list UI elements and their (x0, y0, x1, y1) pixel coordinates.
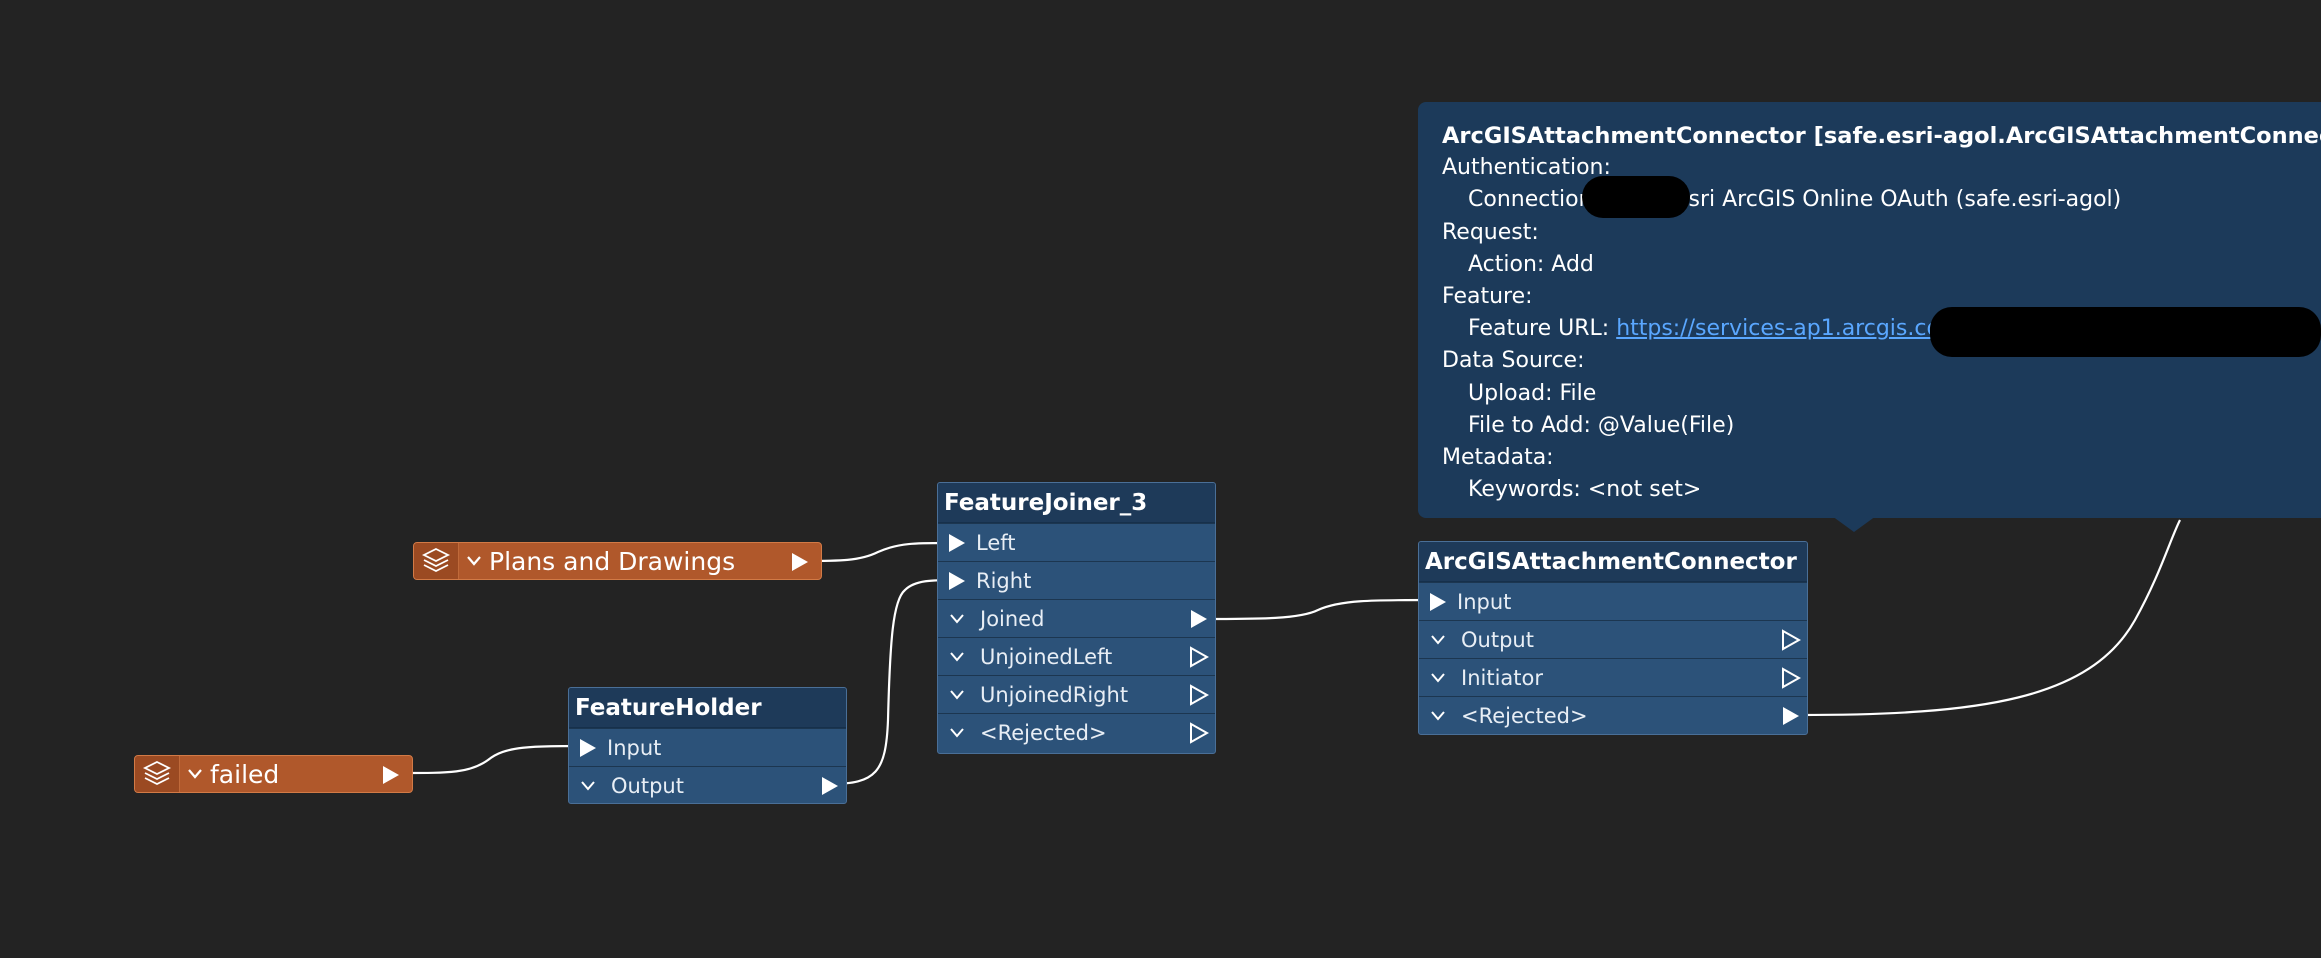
input-port-icon[interactable] (948, 533, 966, 553)
input-port-icon[interactable] (579, 738, 597, 758)
output-port-rejected[interactable]: <Rejected> (938, 713, 1215, 751)
port-label: <Rejected> (1461, 703, 1588, 728)
chevron-down-icon[interactable] (1429, 669, 1447, 687)
tooltip-keywords: Keywords: <not set> (1468, 477, 1702, 503)
tooltip-connection: Connection sri ArcGIS Online OAuth (safe.… (1442, 184, 2321, 216)
port-label: UnjoinedLeft (980, 644, 1113, 669)
output-port-icon[interactable] (1189, 608, 1209, 630)
chevron-down-icon[interactable] (1429, 707, 1447, 725)
transformer-title: FeatureJoiner_3 (938, 483, 1215, 523)
output-port-unjoinedleft[interactable]: UnjoinedLeft (938, 637, 1215, 675)
chevron-down-icon[interactable] (948, 724, 966, 742)
transformer-featureholder[interactable]: FeatureHolder Input Output (568, 687, 847, 804)
wire-failed-to-holder-input[interactable] (401, 744, 591, 775)
redaction-mark (1582, 176, 1690, 218)
tooltip-pointer (1832, 516, 1876, 532)
chevron-down-icon[interactable] (1429, 631, 1447, 649)
tooltip-title: ArcGISAttachmentConnector [safe.esri-ago… (1442, 123, 2321, 149)
tooltip-feature-heading: Feature: (1442, 284, 1533, 310)
port-label: Initiator (1461, 665, 1543, 690)
chevron-down-icon[interactable] (948, 648, 966, 666)
port-label: Input (1457, 589, 1512, 614)
reader-label: Plans and Drawings (489, 546, 736, 576)
port-label: Joined (980, 606, 1045, 631)
chevron-down-icon[interactable] (948, 610, 966, 628)
chevron-down-icon[interactable] (948, 686, 966, 704)
output-port-icon[interactable] (1189, 646, 1209, 668)
port-label: <Rejected> (980, 720, 1107, 745)
redaction-mark (1930, 307, 2321, 357)
chevron-down-icon[interactable] (579, 777, 597, 795)
transformer-featurejoiner[interactable]: FeatureJoiner_3 Left Right Joined Unjoin… (937, 482, 1216, 754)
output-port-output[interactable]: Output (1419, 620, 1807, 658)
layers-icon (135, 756, 180, 792)
tooltip-upload: Upload: File (1468, 380, 1597, 406)
input-port-input[interactable]: Input (569, 728, 846, 766)
output-port-icon[interactable] (1781, 629, 1801, 651)
input-port-icon[interactable] (948, 571, 966, 591)
output-port-icon[interactable] (1189, 722, 1209, 744)
feature-url-label: Feature URL: (1468, 316, 1617, 342)
output-port-joined[interactable]: Joined (938, 599, 1215, 637)
chevron-down-icon[interactable] (459, 543, 489, 579)
port-label: Output (611, 773, 684, 798)
output-port-unjoinedright[interactable]: UnjoinedRight (938, 675, 1215, 713)
feature-url-link[interactable]: https://services-ap1.arcgis.com (1616, 316, 1962, 342)
reader-label: failed (210, 759, 280, 789)
output-port-icon[interactable] (1189, 684, 1209, 706)
transformer-tooltip: ArcGISAttachmentConnector [safe.esri-ago… (1418, 102, 2321, 518)
wire-joined-to-connector-input[interactable] (1204, 598, 1438, 621)
tooltip-metadata-heading: Metadata: (1442, 445, 1554, 471)
output-port-output[interactable]: Output (569, 766, 846, 803)
tooltip-feature-url: Feature URL: https://services-ap1.arcgis… (1442, 313, 2321, 345)
port-label: Right (976, 568, 1032, 593)
tooltip-data-source-heading: Data Source: (1442, 348, 1585, 374)
tooltip-request-heading: Request: (1442, 219, 1539, 245)
tooltip-file-to-add: File to Add: @Value(File) (1468, 412, 1735, 438)
tooltip-action: Action: Add (1468, 251, 1594, 277)
port-label: Output (1461, 627, 1534, 652)
chevron-down-icon[interactable] (180, 756, 210, 792)
output-port-rejected[interactable]: <Rejected> (1419, 696, 1807, 734)
connection-prefix: Connection (1468, 187, 1593, 213)
wire-rejected-to-offscreen[interactable] (1798, 519, 2181, 717)
output-port-icon[interactable] (1781, 667, 1801, 689)
connection-value: sri ArcGIS Online OAuth (safe.esri-agol) (1688, 187, 2122, 213)
transformer-title: FeatureHolder (569, 688, 846, 728)
transformer-title: ArcGISAttachmentConnector (1419, 542, 1807, 582)
output-port-icon[interactable] (820, 775, 840, 797)
output-port-icon[interactable] (382, 765, 400, 785)
output-port-icon[interactable] (791, 552, 809, 572)
input-port-input[interactable]: Input (1419, 582, 1807, 620)
output-port-icon[interactable] (1781, 705, 1801, 727)
port-label: Left (976, 530, 1016, 555)
port-label: Input (607, 735, 662, 760)
output-port-initiator[interactable]: Initiator (1419, 658, 1807, 696)
input-port-right[interactable]: Right (938, 561, 1215, 599)
transformer-arcgisattachmentconnector[interactable]: ArcGISAttachmentConnector Input Output I… (1418, 541, 1808, 735)
wire-holder-output-to-right[interactable] (829, 578, 959, 786)
input-port-left[interactable]: Left (938, 523, 1215, 561)
port-label: UnjoinedRight (980, 682, 1129, 707)
input-port-icon[interactable] (1429, 592, 1447, 612)
tooltip-authentication-heading: Authentication: (1442, 155, 1611, 181)
reader-failed[interactable]: failed (134, 755, 413, 793)
layers-icon (414, 543, 459, 579)
reader-plans-and-drawings[interactable]: Plans and Drawings (413, 542, 822, 580)
wire-plans-to-left[interactable] (801, 541, 959, 563)
